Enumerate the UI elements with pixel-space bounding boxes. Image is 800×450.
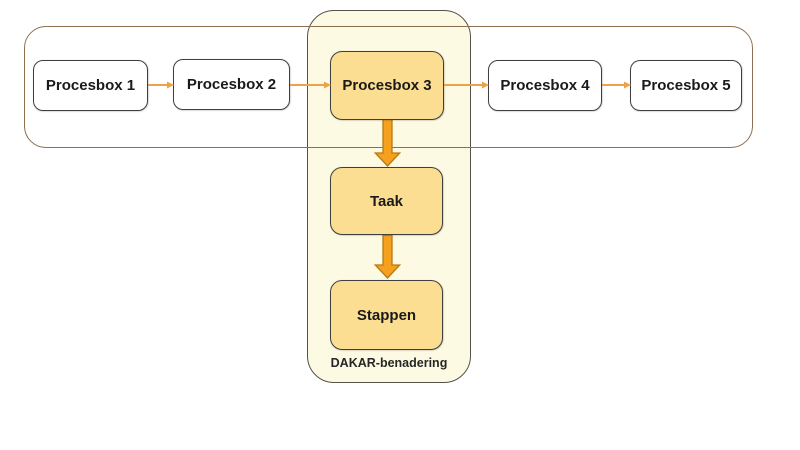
procesbox-3-label: Procesbox 3 (342, 77, 432, 94)
stappen-box: Stappen (330, 280, 443, 350)
arrow-procesbox3-to-taak (374, 119, 401, 167)
arrow-procesbox1-to-procesbox2 (148, 81, 174, 89)
stappen-label: Stappen (356, 306, 417, 324)
procesbox-1-label: Procesbox 1 (45, 77, 136, 94)
procesbox-2-label: Procesbox 2 (186, 76, 277, 93)
procesbox-5: Procesbox 5 (630, 60, 742, 111)
procesbox-4: Procesbox 4 (488, 60, 602, 111)
procesbox-1: Procesbox 1 (33, 60, 148, 111)
taak-box: Taak (330, 167, 443, 235)
procesbox-4-label: Procesbox 4 (500, 77, 590, 94)
arrow-procesbox3-to-procesbox4 (444, 81, 489, 89)
procesbox-5-label: Procesbox 5 (641, 77, 731, 94)
arrow-taak-to-stappen (374, 235, 401, 279)
taak-label: Taak (369, 192, 404, 210)
arrow-procesbox2-to-procesbox3 (290, 81, 331, 89)
arrow-procesbox4-to-procesbox5 (602, 81, 631, 89)
dakar-caption: DAKAR-benadering (330, 356, 448, 370)
procesbox-2: Procesbox 2 (173, 59, 290, 110)
procesbox-3: Procesbox 3 (330, 51, 444, 120)
